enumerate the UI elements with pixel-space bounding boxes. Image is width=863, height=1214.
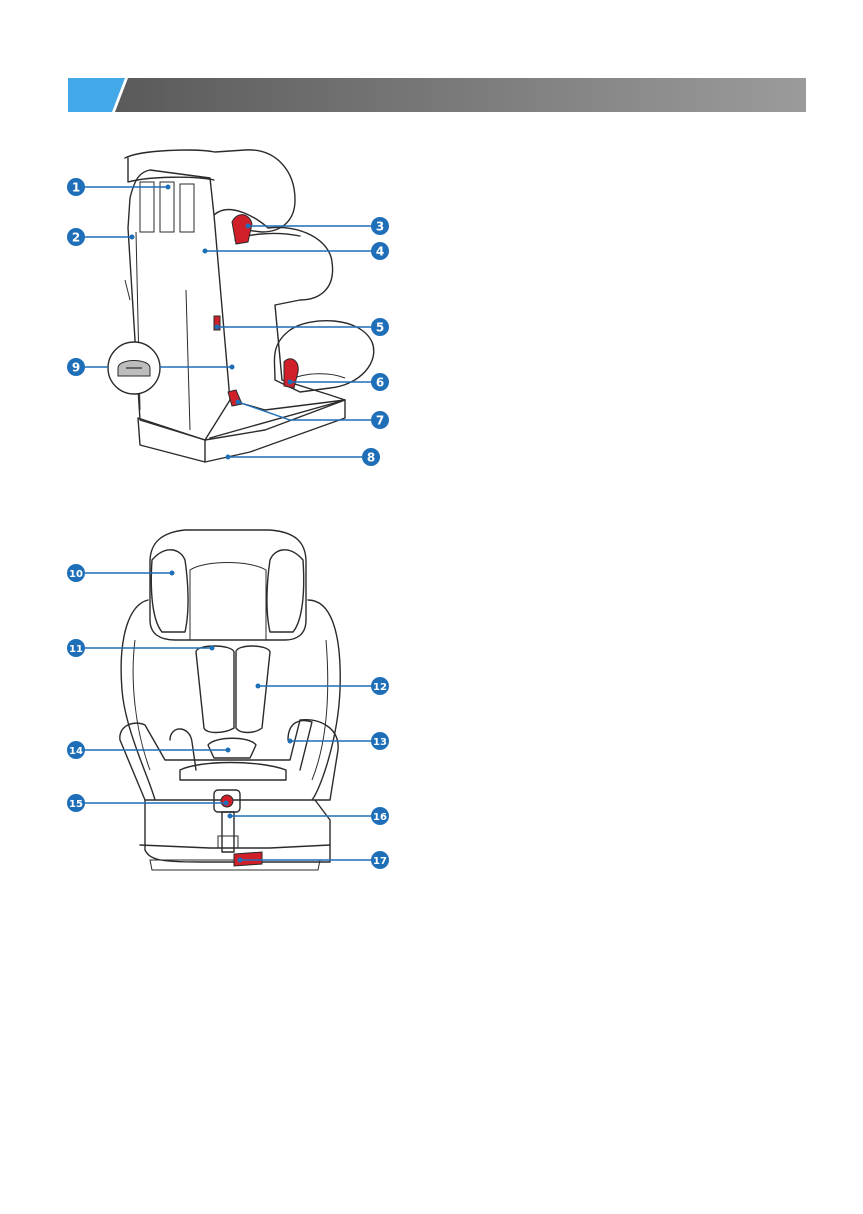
callout-anchor-dots <box>130 185 293 863</box>
svg-text:14: 14 <box>69 746 83 757</box>
svg-text:11: 11 <box>69 644 83 655</box>
callout-14: 14 <box>67 741 85 759</box>
callout-6: 6 <box>371 373 389 391</box>
callout-8: 8 <box>362 448 380 466</box>
svg-text:16: 16 <box>373 812 387 823</box>
callout-5: 5 <box>371 318 389 336</box>
car-seat-side-view <box>108 150 374 462</box>
svg-text:4: 4 <box>376 245 384 259</box>
svg-text:1: 1 <box>72 181 80 195</box>
svg-text:5: 5 <box>376 321 384 335</box>
svg-text:9: 9 <box>72 361 80 375</box>
car-seat-front-view <box>120 530 340 870</box>
callout-4: 4 <box>371 242 389 260</box>
svg-text:17: 17 <box>373 856 387 867</box>
callout-10: 10 <box>67 564 85 582</box>
svg-text:7: 7 <box>376 414 384 428</box>
callout-7: 7 <box>371 411 389 429</box>
callout-11: 11 <box>67 639 85 657</box>
callout-17: 17 <box>371 851 389 869</box>
svg-text:3: 3 <box>376 220 384 234</box>
svg-text:13: 13 <box>373 737 387 748</box>
callout-9: 9 <box>67 358 85 376</box>
callout-12: 12 <box>371 677 389 695</box>
svg-text:2: 2 <box>72 231 80 245</box>
callout-2: 2 <box>67 228 85 246</box>
callout-1: 1 <box>67 178 85 196</box>
callout-16: 16 <box>371 807 389 825</box>
svg-text:15: 15 <box>69 799 83 810</box>
callout-3: 3 <box>371 217 389 235</box>
svg-text:12: 12 <box>373 682 387 693</box>
callout-15: 15 <box>67 794 85 812</box>
svg-text:8: 8 <box>367 451 375 465</box>
svg-text:6: 6 <box>376 376 384 390</box>
svg-text:10: 10 <box>69 569 83 580</box>
callout-13: 13 <box>371 732 389 750</box>
